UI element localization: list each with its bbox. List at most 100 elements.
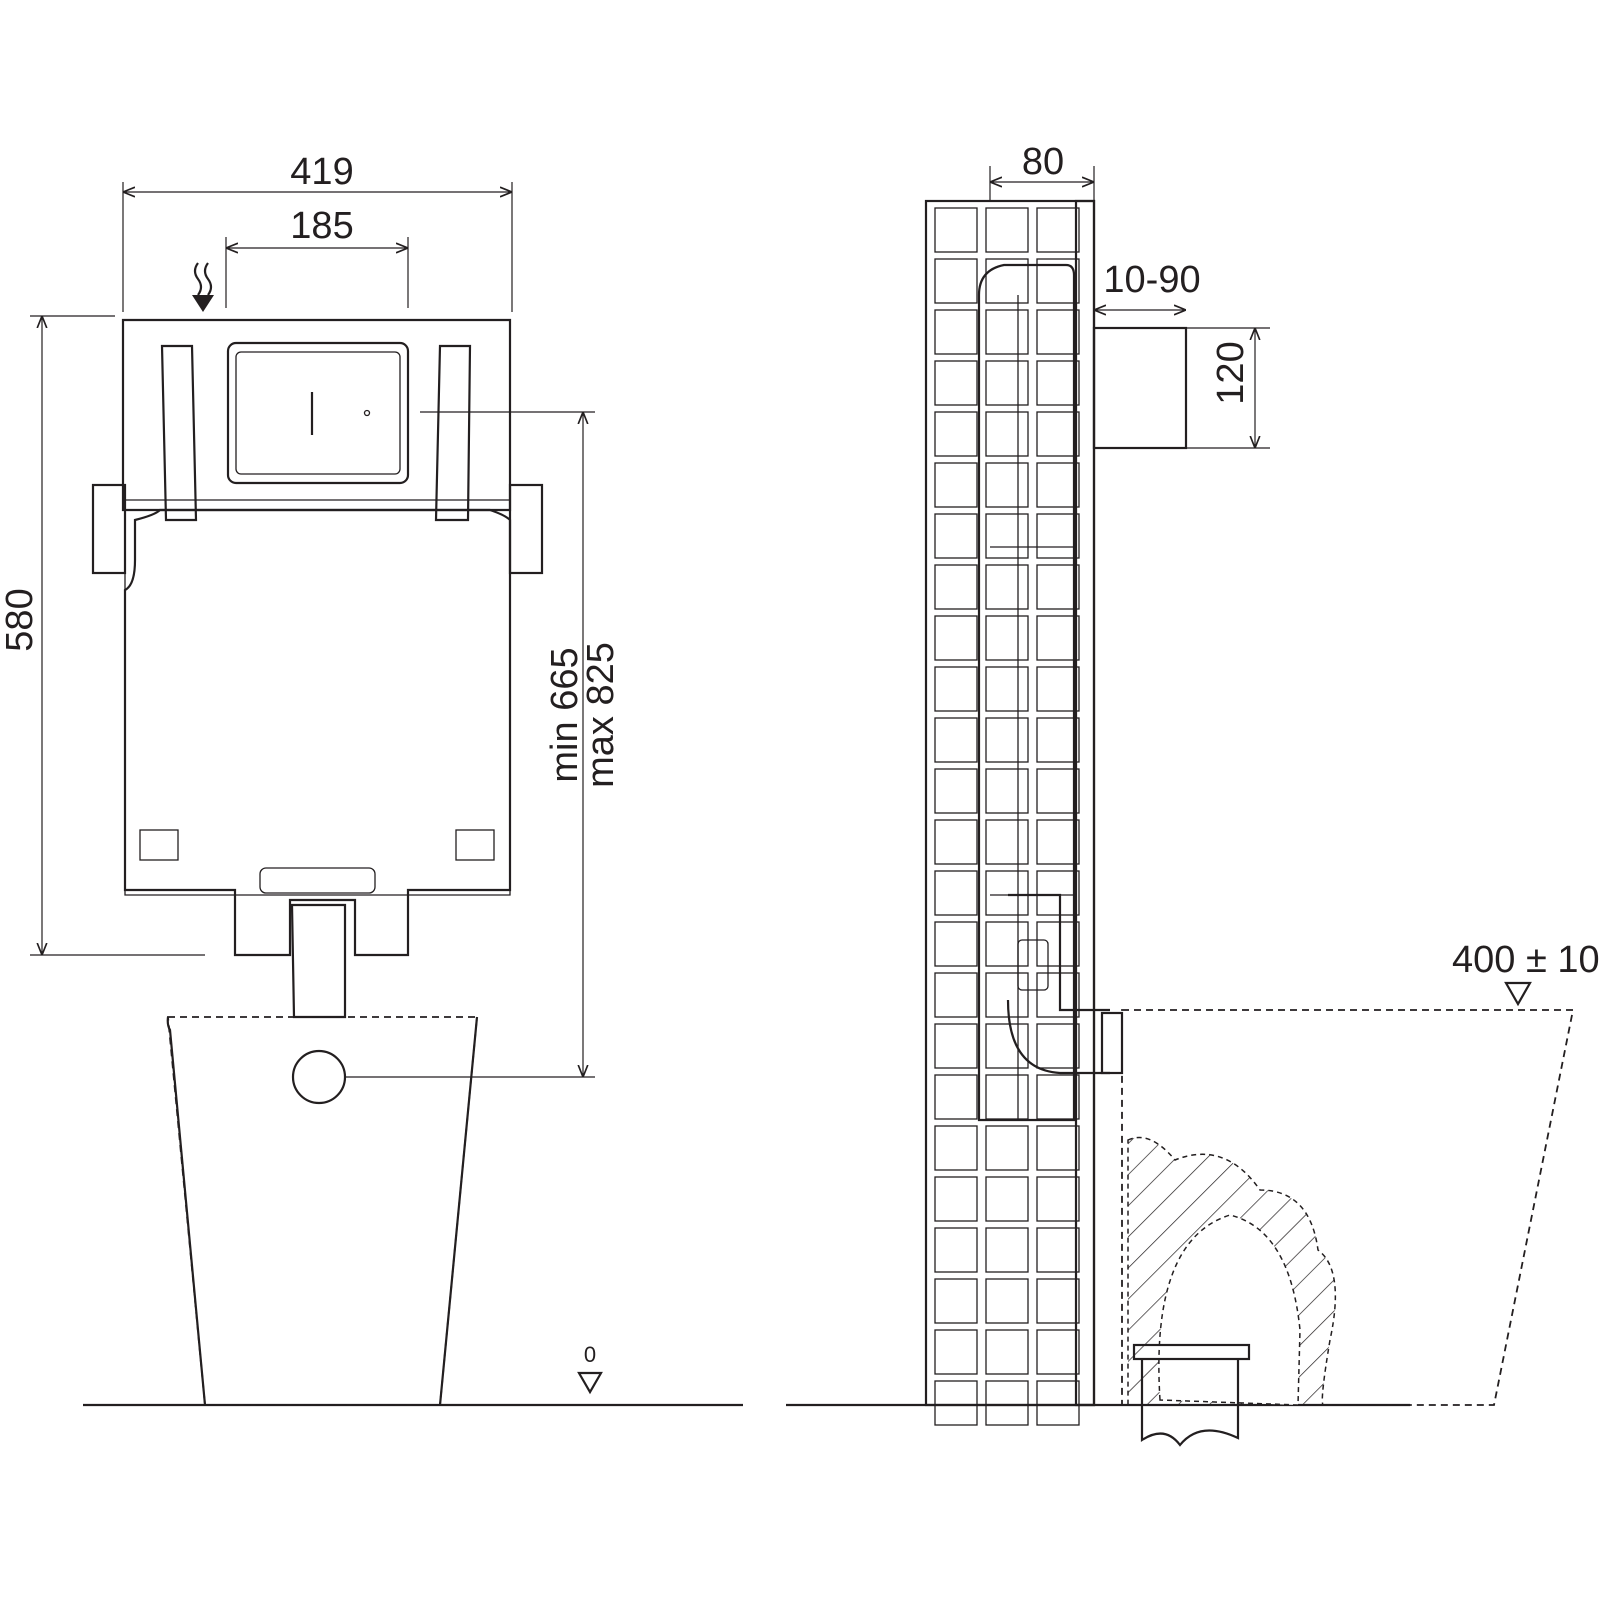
left-foot-pad [139, 829, 179, 861]
wall-tile [934, 309, 978, 355]
label-height-cistern: 580 [0, 588, 41, 651]
level-triangle-icon [1504, 981, 1532, 1007]
wall-tile [934, 870, 978, 916]
wall-tile [985, 1329, 1029, 1375]
wall-tile [934, 1380, 978, 1426]
cistern-body [123, 508, 512, 957]
label-outlet-min: min 665 [544, 647, 586, 782]
wall-tile [985, 717, 1029, 763]
wall-tile [934, 768, 978, 814]
label-depth: 80 [1022, 141, 1064, 183]
wall-tile [934, 207, 978, 253]
wall-tile [1036, 258, 1080, 304]
wall-tile [1036, 1023, 1080, 1069]
wall-tile [985, 360, 1029, 406]
wall-tile [985, 564, 1029, 610]
wall-tile [985, 1278, 1029, 1324]
wall-tile [934, 564, 978, 610]
wall-tile [985, 1380, 1029, 1426]
wall-tile [1036, 1125, 1080, 1171]
flush-pipe [290, 903, 347, 1019]
wall-tile [985, 513, 1029, 559]
label-width-total: 419 [290, 151, 353, 193]
bowl-side-outline [1121, 1009, 1575, 1406]
wall-tile [985, 462, 1029, 508]
wall-tile [985, 819, 1029, 865]
wall-tile [1036, 870, 1080, 916]
label-width-frame: 185 [290, 205, 353, 247]
wall-tile [934, 921, 978, 967]
screw-point [363, 409, 371, 417]
outlet-bend [1006, 999, 1110, 1075]
side-view: 80 10-90 120 400 ± 10 [786, 141, 1600, 1447]
wall-tile [985, 768, 1029, 814]
brick-wall [924, 199, 1096, 1407]
wall-tile [1036, 207, 1080, 253]
wall-tile [985, 1176, 1029, 1222]
wall-tile [985, 666, 1029, 712]
wall-tile [1036, 972, 1080, 1018]
wall-tile [985, 1023, 1029, 1069]
wall-tile [1036, 1329, 1080, 1375]
wall-tile [1036, 615, 1080, 661]
wall-tile [934, 258, 978, 304]
level-triangle-icon [577, 1371, 603, 1395]
connector-sleeve [1100, 1011, 1124, 1075]
wall-tile [934, 666, 978, 712]
wall-tile [934, 1329, 978, 1375]
flush-opening-inner [235, 351, 401, 475]
left-wall-bracket [91, 483, 127, 575]
wall-tile [1036, 1176, 1080, 1222]
wall-tile [934, 819, 978, 865]
cistern-top-frame [121, 318, 512, 512]
outlet-pipe [1008, 893, 1110, 1012]
flush-opening [226, 341, 410, 485]
wall-tile [985, 1125, 1029, 1171]
wall-tile [934, 1278, 978, 1324]
wall-tile [934, 411, 978, 457]
wall-tile [1036, 360, 1080, 406]
wall-tile [934, 462, 978, 508]
cistern-side-seams [990, 295, 1074, 1120]
wall-tile [985, 1074, 1029, 1120]
wall-tile [934, 717, 978, 763]
drain-flange [1132, 1343, 1251, 1361]
cistern-grid [124, 499, 511, 896]
right-wall-bracket [508, 483, 544, 575]
trap-cavity [1158, 1214, 1301, 1406]
left-support-rail [160, 344, 198, 522]
water-inlet-icon [192, 262, 214, 312]
wall-tile [985, 411, 1029, 457]
right-foot-pad [455, 829, 495, 861]
wall-tile [1036, 462, 1080, 508]
outlet-window [1017, 939, 1049, 991]
label-wall-thickness: 10-90 [1103, 259, 1200, 301]
toilet-bowl-sides [166, 1016, 479, 1406]
wall-tile [1036, 1380, 1080, 1426]
wall-tile [1036, 411, 1080, 457]
front-view: 419 185 580 min 665 max 825 0 [0, 151, 743, 1407]
wall-tile [1036, 1074, 1080, 1120]
outlet-circle [291, 1049, 347, 1105]
wall-tile [934, 972, 978, 1018]
wall-tile [1036, 666, 1080, 712]
wall-tile [934, 1227, 978, 1273]
cistern-side [977, 263, 1076, 1122]
wall-tile [1036, 921, 1080, 967]
wall-board [1074, 199, 1096, 1407]
wall-tile [1036, 717, 1080, 763]
wall-tile [1036, 309, 1080, 355]
wall-tile [934, 1176, 978, 1222]
wall-tile [985, 258, 1029, 304]
wall-tile [985, 207, 1029, 253]
wall-tile [1036, 768, 1080, 814]
wall-tile [985, 870, 1029, 916]
wall-tiles [934, 207, 1080, 1426]
wall-tile [985, 615, 1029, 661]
wall-tile [985, 972, 1029, 1018]
label-flush-plate-height: 120 [1210, 341, 1252, 404]
wall-tile [1036, 1278, 1080, 1324]
outlet-cover [259, 867, 376, 894]
